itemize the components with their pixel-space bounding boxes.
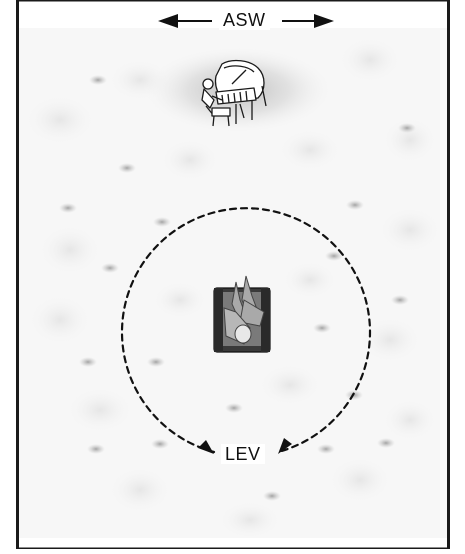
lev-arrowheads: [198, 438, 292, 454]
asw-label: ASW: [219, 10, 270, 30]
lev-right-arrowhead: [278, 438, 292, 454]
asw-arrows: [158, 14, 334, 28]
asw-right-arrow: [282, 14, 334, 28]
seated-listener-icon: [213, 275, 271, 353]
lev-label: LEV: [221, 444, 265, 464]
lev-circle: [120, 207, 372, 454]
asw-left-arrow: [158, 14, 212, 28]
piano-player-icon: [201, 59, 267, 127]
reflection-dots: [59, 75, 416, 501]
lev-left-arrowhead: [198, 440, 214, 454]
